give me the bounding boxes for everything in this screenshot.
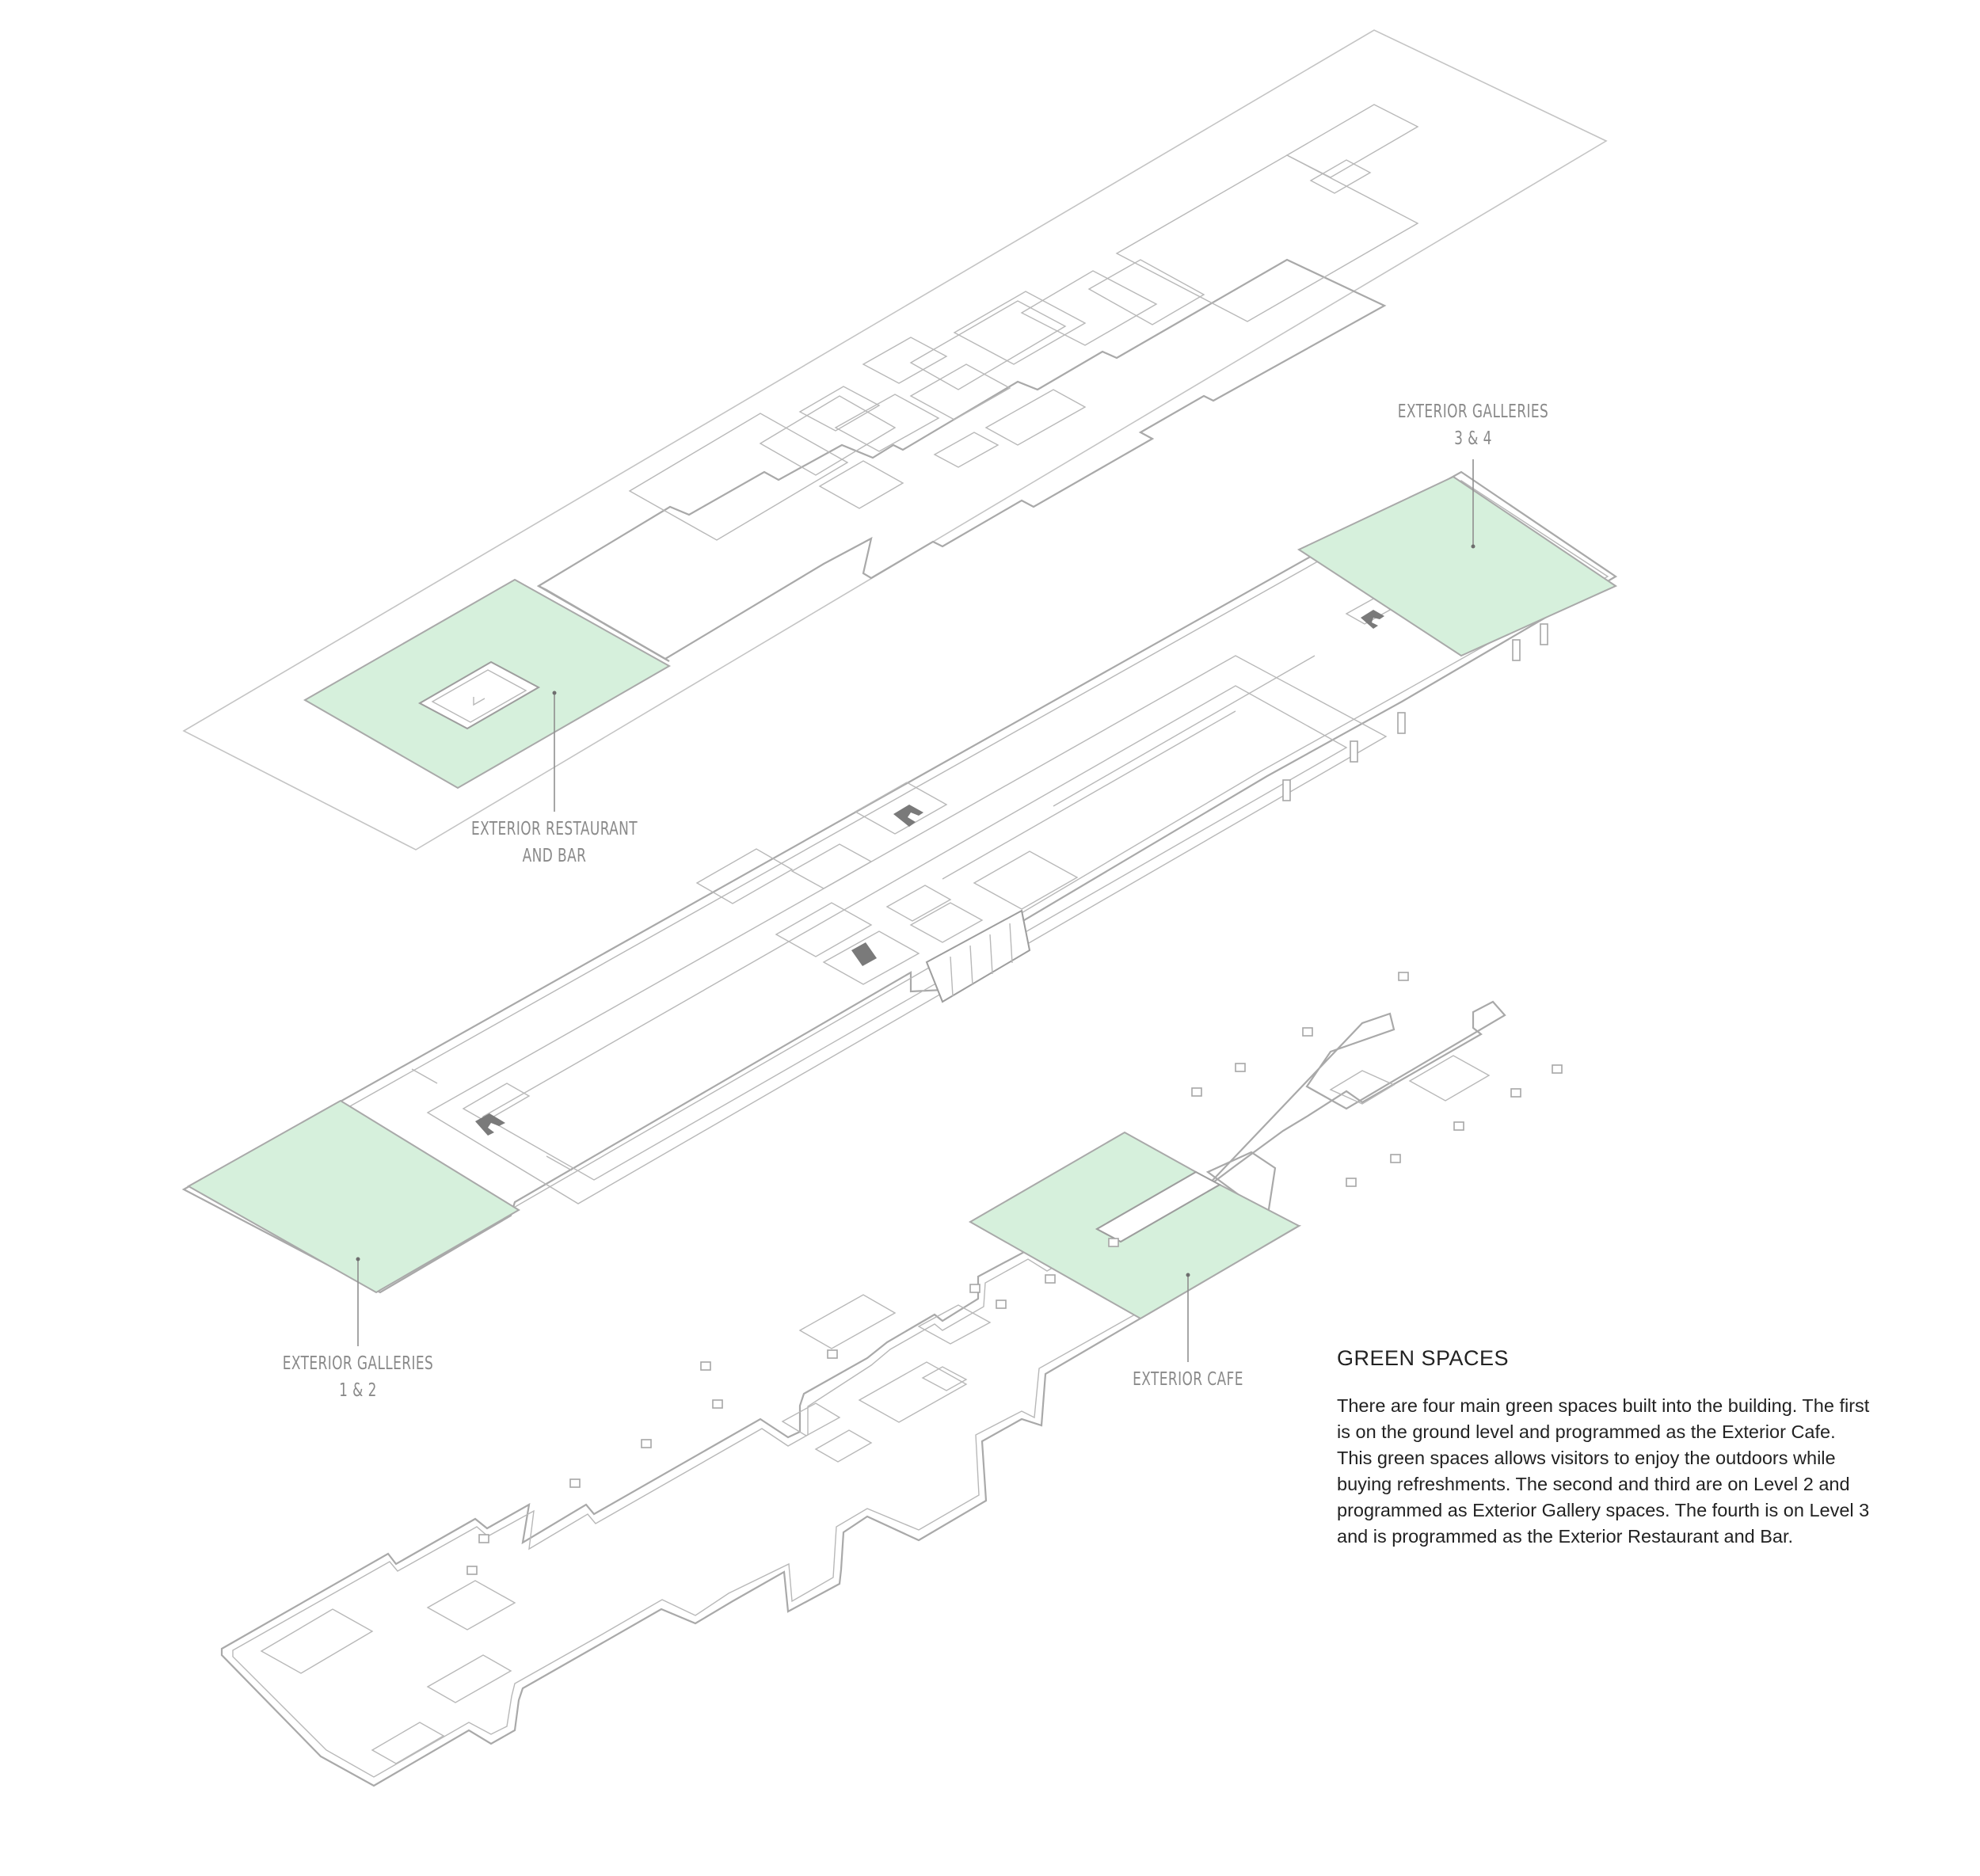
level-3-building-outline: [536, 258, 1387, 660]
level-2-plan: [181, 470, 1618, 1294]
ground-level-cafe-planter: [1095, 1170, 1222, 1243]
green-space-exterior-galleries-1-2: [186, 1099, 520, 1294]
level-2-glazed-entry: [925, 909, 1031, 1003]
ground-level-rooms: [260, 1294, 992, 1764]
ground-level-plan: [220, 972, 1563, 1787]
label-line: EXTERIOR GALLERIES: [282, 1353, 434, 1374]
label-exterior-galleries-3-4: EXTERIOR GALLERIES 3 & 4: [1396, 398, 1552, 452]
ground-level-footings: [466, 972, 1563, 1575]
label-line: EXTERIOR CAFE: [1133, 1369, 1243, 1390]
level-3-courtyard-opening: [417, 660, 541, 730]
level-2-core-rooms: [462, 593, 1402, 1122]
level-3-plan: [182, 29, 1608, 850]
description-heading: GREEN SPACES: [1337, 1346, 1510, 1370]
label-exterior-cafe: EXTERIOR CAFE: [1123, 1366, 1253, 1393]
label-exterior-restaurant-and-bar: EXTERIOR RESTAURANT AND BAR: [470, 816, 638, 870]
ground-level-entry-ramp: [1203, 1000, 1506, 1190]
label-line: EXTERIOR RESTAURANT: [470, 819, 638, 839]
ground-level-outline: [220, 1151, 1302, 1787]
label-line: EXTERIOR GALLERIES: [1397, 401, 1549, 422]
label-line: 1 & 2: [339, 1380, 377, 1401]
level-3-site-outline: [182, 29, 1608, 850]
label-exterior-galleries-1-2: EXTERIOR GALLERIES 1 & 2: [280, 1350, 436, 1404]
green-space-exterior-galleries-3-4: [1297, 475, 1618, 657]
stair-icon: [475, 610, 1384, 1136]
label-line: AND BAR: [522, 846, 587, 866]
description-body: There are four main green spaces built i…: [1337, 1395, 1870, 1547]
level-3-restaurant-edge: [538, 585, 670, 662]
level-2-columns: [1282, 623, 1548, 801]
level-3-rooms: [628, 104, 1419, 541]
description-block: GREEN SPACES There are four main green s…: [1337, 1346, 1875, 1550]
label-line: 3 & 4: [1454, 428, 1492, 449]
leader-lines: [356, 459, 1475, 1362]
level-2-central-gallery: [426, 655, 1388, 1204]
